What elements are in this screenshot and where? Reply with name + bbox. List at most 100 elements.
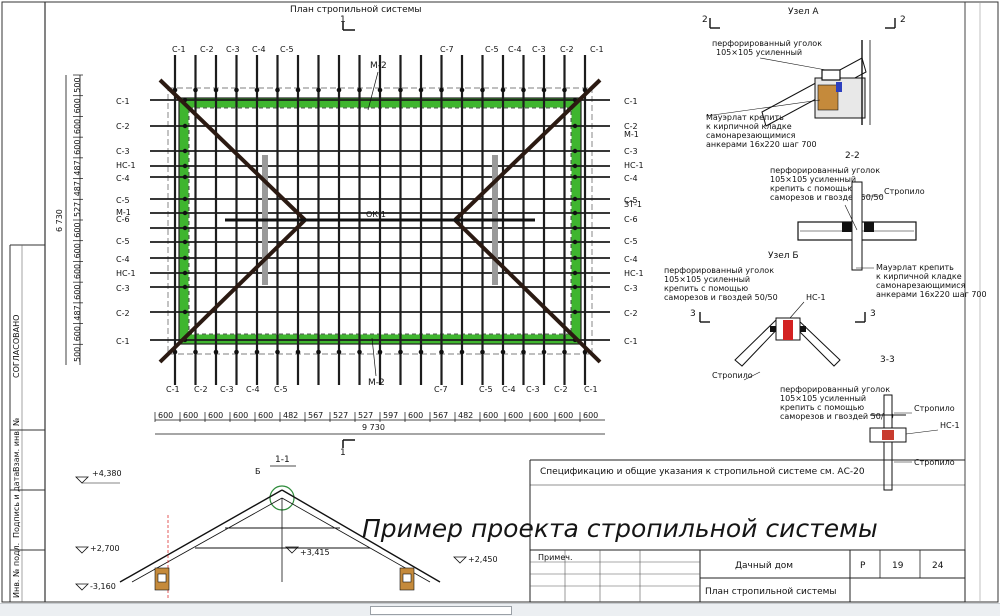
section-2-2-title: 2-2 xyxy=(845,151,860,161)
mauerlat-label-top: М-2 xyxy=(370,61,387,71)
rafter-label-right: С-3 xyxy=(624,147,638,156)
svg-text:1: 1 xyxy=(340,15,346,25)
rafter-label-right: С-5 xyxy=(624,237,638,246)
svg-text:105×105 усиленный: 105×105 усиленный xyxy=(716,48,802,57)
rafter-node xyxy=(459,349,465,355)
rafter-label-bottom: С-5 xyxy=(274,385,288,394)
sheet-frame xyxy=(1,1,999,603)
dimension-chain-left: 5006006006004874875276006006006004876005… xyxy=(73,74,83,365)
hip-rafter-sw xyxy=(158,218,307,364)
svg-text:1: 1 xyxy=(340,448,346,458)
section-3-3-detail: 3-3 перфорированный уголок 105×105 усиле… xyxy=(780,355,960,491)
section-3-3-title: 3-3 xyxy=(880,355,895,365)
rafter-label-bottom: С-3 xyxy=(220,385,234,394)
rafter-node xyxy=(480,349,485,355)
dimension-value-bottom: 597 xyxy=(383,411,398,420)
section-1-1-title: 1-1 xyxy=(275,455,290,465)
svg-text:крепить с помощью: крепить с помощью xyxy=(780,403,864,412)
rafter-label-right: С-2 xyxy=(624,122,638,131)
rafter-label-top: С-3 xyxy=(226,45,240,54)
svg-text:105×105 усиленный: 105×105 усиленный xyxy=(770,175,856,184)
dimension-value-bottom: 600 xyxy=(508,411,523,420)
section-1-1-node-mark: Б xyxy=(255,467,261,476)
rafter-node xyxy=(182,309,188,315)
rafter-label-right: С-5 xyxy=(624,196,638,205)
dimension-value-bottom: 527 xyxy=(358,411,373,420)
rafter-labels-left: С-1С-2С-3НС-1С-4С-5М-1С-6С-5С-4НС-1С-3С-… xyxy=(116,97,136,346)
svg-text:самонарезающимися: самонарезающимися xyxy=(706,131,796,140)
rafter-node xyxy=(377,349,383,355)
rafter-label-bottom: С-4 xyxy=(502,385,516,394)
rafter-label-bottom: С-7 xyxy=(434,385,448,394)
svg-text:крепить с помощью: крепить с помощью xyxy=(770,184,854,193)
rafter-node xyxy=(439,87,444,93)
section-mark-top: 1 xyxy=(340,15,355,31)
viewer-input-field[interactable] xyxy=(370,606,512,615)
dimension-value-left: 600 xyxy=(73,140,82,155)
node-a-mark-left: 2 xyxy=(702,15,720,29)
dimension-value-bottom: 600 xyxy=(183,411,198,420)
rafter-node xyxy=(316,87,321,93)
rafter-label-right: НС-1 xyxy=(624,269,644,278)
dimension-value-left: 487 xyxy=(73,181,82,196)
rafter-node xyxy=(439,349,444,355)
rafter-label-bottom: С-1 xyxy=(584,385,598,394)
rafter-label-left: С-4 xyxy=(116,174,130,183)
dimension-value-bottom: 527 xyxy=(333,411,348,420)
svg-text:+4,380: +4,380 xyxy=(92,469,122,478)
svg-text:к кирпичной кладке: к кирпичной кладке xyxy=(706,122,792,131)
node-a-note-top: перфорированный уголок xyxy=(712,39,822,48)
svg-text:крепить с помощью: крепить с помощью xyxy=(664,284,748,293)
rafter-node xyxy=(275,87,280,93)
svg-text:анкерами 16х220 шаг 700: анкерами 16х220 шаг 700 xyxy=(876,290,987,299)
rafter-node xyxy=(521,87,526,93)
title-cell-small: Примеч. xyxy=(538,553,573,562)
rafter-labels-right: С-1С-2М-1С-3НС-1С-4С-5ЗТ-1С-6С-5С-4НС-1С… xyxy=(624,97,644,346)
rafter-node xyxy=(562,349,567,355)
dimension-value-left: 600 xyxy=(73,98,82,113)
rafter-label-left: С-3 xyxy=(116,147,130,156)
svg-text:саморезов и гвоздей 50/50: саморезов и гвоздей 50/50 xyxy=(780,412,894,421)
rafter-node xyxy=(541,87,547,93)
svg-text:+2,700: +2,700 xyxy=(90,544,120,553)
level-mark-4: +2,450 xyxy=(453,555,498,564)
rafter-label-left: С-5 xyxy=(116,196,130,205)
dimension-value-left: 600 xyxy=(73,264,82,279)
rafter-label-left: НС-1 xyxy=(116,269,136,278)
node-a-mark-right: 2 xyxy=(885,15,906,29)
svg-text:3: 3 xyxy=(690,309,696,319)
dimension-value-left: 487 xyxy=(73,160,82,175)
dimension-value-bottom: 600 xyxy=(583,411,598,420)
dimension-value-left: 600 xyxy=(73,243,82,258)
rafter-node xyxy=(182,284,188,290)
spec-note: Спецификацию и общие указания к стропиль… xyxy=(540,467,865,477)
svg-text:3: 3 xyxy=(870,309,876,319)
stamp-approved: СОГЛАСОВАНО xyxy=(12,315,21,378)
rafter-label-top: С-1 xyxy=(590,45,604,54)
rafter-node xyxy=(213,87,219,93)
rafter-node xyxy=(572,163,578,169)
rafter-node xyxy=(182,148,188,154)
svg-text:+3,415: +3,415 xyxy=(300,548,330,557)
rafter-node xyxy=(572,196,578,202)
rafter-node xyxy=(398,87,403,93)
rafter-node xyxy=(316,349,321,355)
hip-rafter-nw xyxy=(158,78,307,222)
node-b-detail: Узел Б перфорированный уголок 105×105 ус… xyxy=(664,251,987,381)
rafter-node xyxy=(182,174,188,180)
dimension-value-bottom: 600 xyxy=(208,411,223,420)
node-b-mark-right: 3 xyxy=(855,309,876,323)
title-sheet: 19 xyxy=(892,561,904,571)
node-b-beam-label: НС-1 xyxy=(806,293,826,302)
section-3-3-label-2: НС-1 xyxy=(940,421,960,430)
svg-text:саморезов и гвоздей 50/50: саморезов и гвоздей 50/50 xyxy=(770,193,884,202)
dimension-value-left: 600 xyxy=(73,285,82,300)
rafter-node xyxy=(295,87,301,93)
dimension-value-left: 487 xyxy=(73,305,82,320)
hip-rafter-ne xyxy=(453,78,602,222)
rafter-node xyxy=(182,163,188,169)
section-3-3-note: перфорированный уголок xyxy=(780,385,890,394)
svg-text:к кирпичной кладке: к кирпичной кладке xyxy=(876,272,962,281)
rafter-node xyxy=(572,284,578,290)
